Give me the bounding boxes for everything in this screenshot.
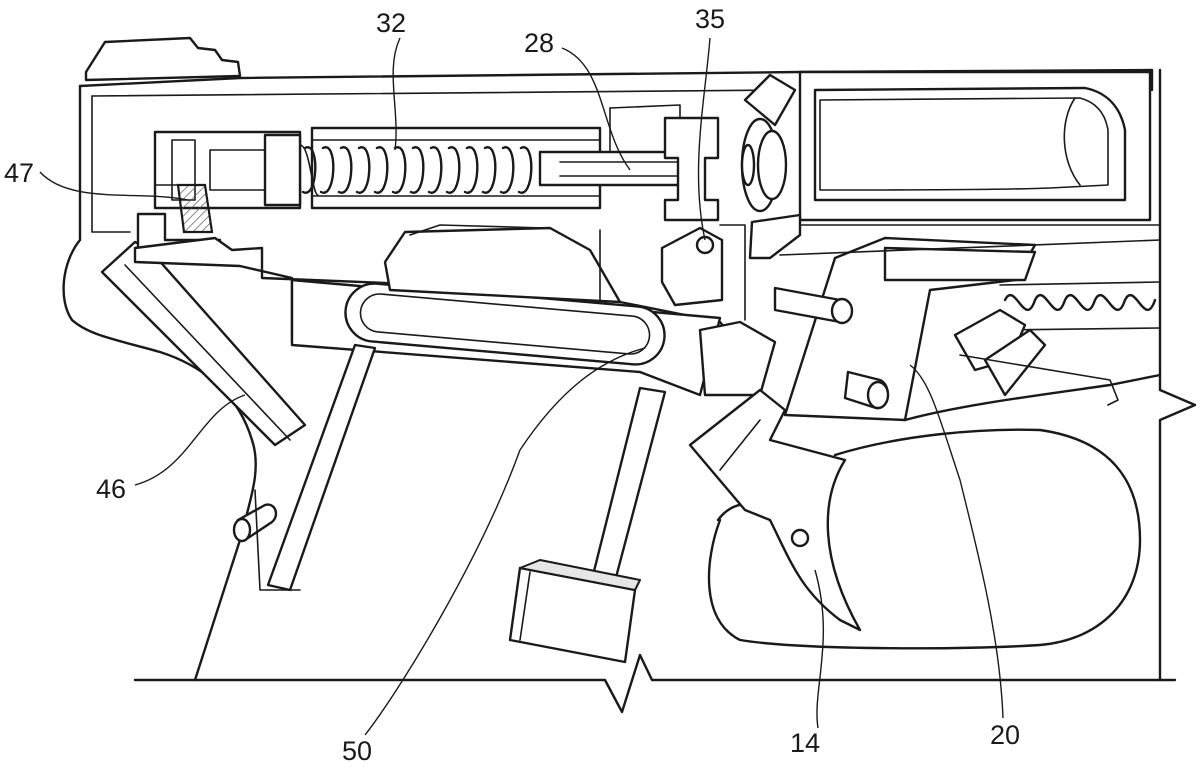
inner-frame-lines (254, 224, 746, 591)
grip-pin (232, 503, 278, 543)
label-14: 14 (790, 728, 821, 758)
leader-28 (561, 47, 631, 171)
leader-46 (134, 394, 246, 486)
label-28: 28 (524, 28, 555, 58)
firing-pin-assembly (153, 104, 720, 222)
trigger-housing-20 (707, 236, 1162, 650)
coil-spring-32 (299, 144, 533, 196)
leader-14 (814, 569, 825, 729)
label-35: 35 (695, 4, 726, 34)
label-20: 20 (990, 720, 1021, 750)
part-14-trigger (688, 388, 862, 632)
part-50-trigger-bar (133, 224, 777, 397)
leader-47 (39, 171, 189, 201)
leader-32 (392, 37, 401, 151)
leader-35 (697, 37, 711, 241)
right-spring (953, 281, 1161, 406)
barrel-block (740, 70, 1152, 222)
leader-lines (39, 37, 1004, 736)
label-47: 47 (4, 158, 35, 188)
label-46: 46 (96, 474, 127, 504)
guide-rail (748, 213, 1161, 260)
leader-50 (364, 347, 646, 736)
label-32: 32 (376, 8, 407, 38)
label-50: 50 (342, 736, 373, 766)
part-35-connector (660, 226, 724, 307)
trigger-rod (266, 343, 667, 664)
leader-20 (909, 364, 1004, 719)
part-47-hatched-block (154, 183, 214, 234)
